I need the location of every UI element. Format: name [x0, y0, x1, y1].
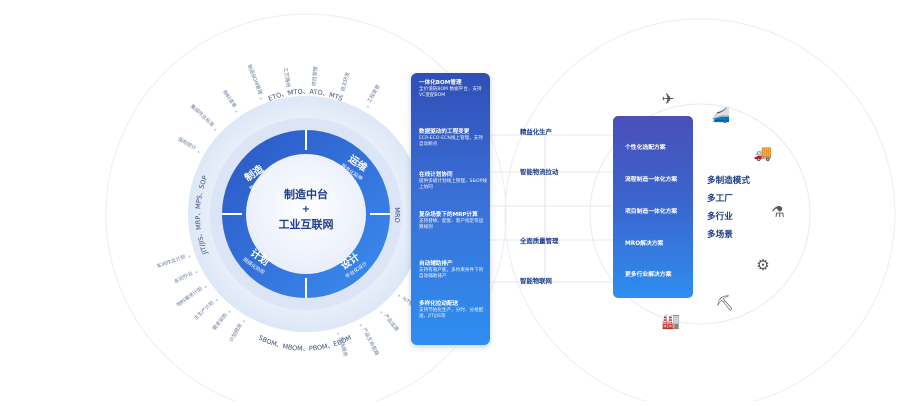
outer-label-dot [380, 311, 383, 314]
ring-label-right: MRO [393, 207, 401, 223]
solution-item: 项目制造一体化方案 [625, 209, 678, 215]
outer-label: 工艺路线 [282, 67, 292, 88]
solution-item: 更多行业解决方案 [625, 272, 672, 278]
outer-label-dot [398, 294, 401, 297]
feature-title: 多样化拉动配送 [419, 301, 459, 307]
outer-label-dot [259, 97, 262, 100]
center-title-line2: 工业互联网 [279, 217, 334, 231]
lab-equipment-icon: ⚙ [756, 256, 770, 274]
outer-label-dot [341, 94, 344, 97]
outer-label: 产品生命周期 [361, 327, 381, 357]
outer-label-dot [228, 310, 231, 313]
outer-label-dot [314, 89, 317, 92]
outer-label: 物料清单 [221, 89, 238, 109]
outer-label: 产品追溯 [382, 312, 400, 332]
outer-label: 项目管理 [311, 66, 319, 86]
solution-item: MRO解决方案 [625, 241, 664, 247]
outer-label-dot [214, 128, 217, 131]
feature-item: 自动辅助排产 支持有限产能，多约束条件下的自动辅助排产 [419, 261, 487, 280]
center-title-line1: 制造中台 [284, 187, 328, 201]
feature-title: 数据驱动的工程变更 [419, 129, 470, 135]
train-icon: 🚄 [711, 106, 731, 124]
feature-desc: 支持节拍化生产，分时、分批配送，JIT/JIS等 [419, 308, 484, 320]
outer-label: 集成作业标准 [189, 103, 216, 129]
outer-label: 工程变更 [366, 83, 382, 104]
outer-label-dot [195, 271, 198, 274]
outer-label: 现场服务 [337, 336, 349, 357]
right-inner-guide-circle [589, 103, 811, 325]
outer-label-dot [197, 151, 200, 153]
outer-label: 自主研发 [339, 71, 352, 92]
feature-desc: 全价值链BOM 数据平台，支持VC变配BOM [419, 87, 482, 99]
outer-label-dot [204, 285, 207, 288]
feature-item: 数据驱动的工程变更 ECR-ECO-ECN线上管理，支持自动断点 [419, 129, 487, 148]
outer-label-dot [235, 110, 238, 113]
feature-title: 在线计划协同 [419, 172, 453, 178]
outer-label-dot [367, 105, 369, 108]
outer-label: 车间作业 [173, 270, 194, 286]
chemistry-flask-icon: ⚗ [771, 203, 785, 221]
capability-text: 多行业 [707, 212, 733, 222]
connector-label: 精益化生产 [520, 128, 552, 136]
outer-label-dot [188, 255, 191, 258]
feature-desc: ECR-ECO-ECN线上管理，支持自动断点 [419, 136, 483, 148]
outer-label-dot [215, 299, 218, 302]
outer-label-dot [243, 320, 245, 323]
airplane-icon: ✈ [661, 90, 675, 108]
ring-label-bottom: SBOM、MBOM、PBOM、EBOM [257, 334, 353, 353]
feature-desc: 支持有限产能，多约束条件下的自动辅助排产 [419, 268, 484, 280]
capability-text: 多场景 [707, 230, 733, 240]
connector-label: 智能物流拉动 [520, 168, 559, 176]
feature-panel: 一体化BOM管理 全价值链BOM 数据平台，支持VC变配BOM 数据驱动的工程变… [411, 73, 490, 345]
feature-item: 多样化拉动配送 支持节拍化生产，分时、分批配送，JIT/JIS等 [419, 301, 487, 320]
feature-desc: 提供多级计划线上管理，S&OP线上协同 [419, 179, 488, 191]
connector-label: 智能物联网 [520, 277, 552, 285]
outer-label: 计划预测 [228, 322, 244, 343]
factory-robot-icon: 🏭 [661, 312, 681, 330]
feature-item: 在线计划协同 提供多级计划线上管理，S&OP线上协同 [419, 172, 487, 191]
right-guide-circle [504, 18, 896, 405]
feature-title: 自动辅助排产 [419, 261, 453, 267]
outer-label: 指标统计 [177, 136, 198, 152]
outer-label-dot [337, 332, 340, 335]
feature-item: 复杂场景下的MRP计算 支持替换、配套、客户指定等运算规则 [419, 212, 487, 231]
feature-title: 复杂场景下的MRP计算 [419, 212, 478, 218]
capability-text: 多工厂 [707, 194, 733, 204]
outer-label-dot [286, 90, 289, 93]
outer-label: 车间作业计划 [156, 253, 187, 270]
outer-label: 需求采购 [211, 312, 229, 332]
outer-label: 物料需求计划 [175, 285, 203, 308]
feature-desc: 支持替换、配套、客户指定等运算规则 [419, 219, 484, 231]
feature-title: 一体化BOM管理 [419, 80, 462, 86]
outer-label: 主生产计划 [192, 299, 215, 321]
outer-guide-circle [105, 13, 507, 405]
center-disc [246, 154, 366, 274]
solution-item: 个性化选配方案 [625, 145, 666, 151]
mining-drill-icon: ⛏ [715, 294, 735, 312]
connector-label: 全面质量管理 [520, 237, 559, 245]
center-plus: + [302, 204, 310, 215]
outer-label-dot [359, 324, 362, 327]
capability-text: 多制造模式 [707, 176, 750, 186]
solution-item: 流程制造一体化方案 [625, 177, 678, 183]
feature-item: 一体化BOM管理 全价值链BOM 数据平台，支持VC变配BOM [419, 80, 487, 99]
outer-label: 制造BOM管理 [246, 64, 264, 96]
truck-icon: 🚚 [753, 144, 773, 162]
solutions-panel: 个性化选配方案 流程制造一体化方案 项目制造一体化方案 MRO解决方案 更多行业… [613, 116, 693, 298]
